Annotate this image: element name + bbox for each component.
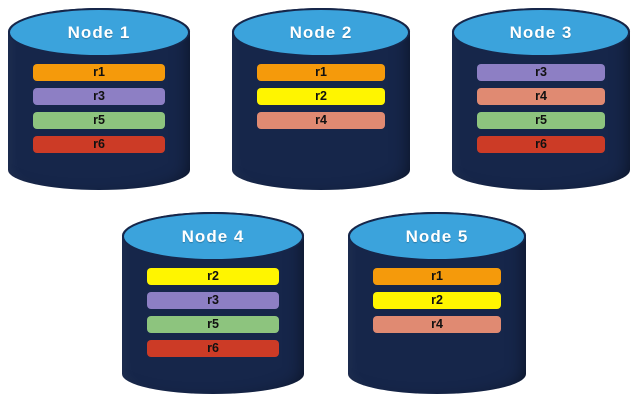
replica-stack: r1 r2 r4 [232, 64, 410, 129]
replica-bar-r2: r2 [147, 268, 279, 285]
node-cylinder-node-4: Node 4 r2 r3 r5 r6 [122, 212, 304, 394]
node-title: Node 2 [289, 22, 353, 42]
replica-stack: r1 r2 r4 [348, 268, 526, 333]
replica-stack: r3 r4 r5 r6 [452, 64, 630, 153]
node-cylinder-node-2: Node 2 r1 r2 r4 [232, 8, 410, 190]
replica-bar-r5: r5 [147, 316, 279, 333]
cylinder-top-ellipse [8, 8, 190, 58]
replica-bar-r6: r6 [476, 136, 606, 153]
node-cylinder-node-3: Node 3 r3 r4 r5 r6 [452, 8, 630, 190]
replica-stack: r2 r3 r5 r6 [122, 268, 304, 357]
replica-stack: r1 r3 r5 r6 [8, 64, 190, 153]
replica-bar-r4: r4 [476, 88, 606, 105]
replica-bar-r3: r3 [147, 292, 279, 309]
replica-bar-r2: r2 [372, 292, 502, 309]
node-title: Node 1 [67, 22, 131, 42]
node-cylinder-node-1: Node 1 r1 r3 r5 r6 [8, 8, 190, 190]
replica-bar-r1: r1 [33, 64, 165, 81]
replica-bar-r6: r6 [33, 136, 165, 153]
cylinder-top-ellipse [232, 8, 410, 58]
node-title: Node 5 [405, 226, 469, 246]
cylinder-top-ellipse [348, 212, 526, 262]
replica-bar-r6: r6 [147, 340, 279, 357]
node-title: Node 4 [181, 226, 245, 246]
replica-bar-r4: r4 [372, 316, 502, 333]
node-title: Node 3 [509, 22, 573, 42]
replica-bar-r4: r4 [256, 112, 386, 129]
replica-bar-r1: r1 [372, 268, 502, 285]
replica-bar-r1: r1 [256, 64, 386, 81]
replica-bar-r2: r2 [256, 88, 386, 105]
cylinder-top-ellipse [122, 212, 304, 262]
cylinder-top-ellipse [452, 8, 630, 58]
replica-bar-r5: r5 [476, 112, 606, 129]
node-cylinder-node-5: Node 5 r1 r2 r4 [348, 212, 526, 394]
replica-bar-r3: r3 [33, 88, 165, 105]
replica-bar-r3: r3 [476, 64, 606, 81]
replica-bar-r5: r5 [33, 112, 165, 129]
